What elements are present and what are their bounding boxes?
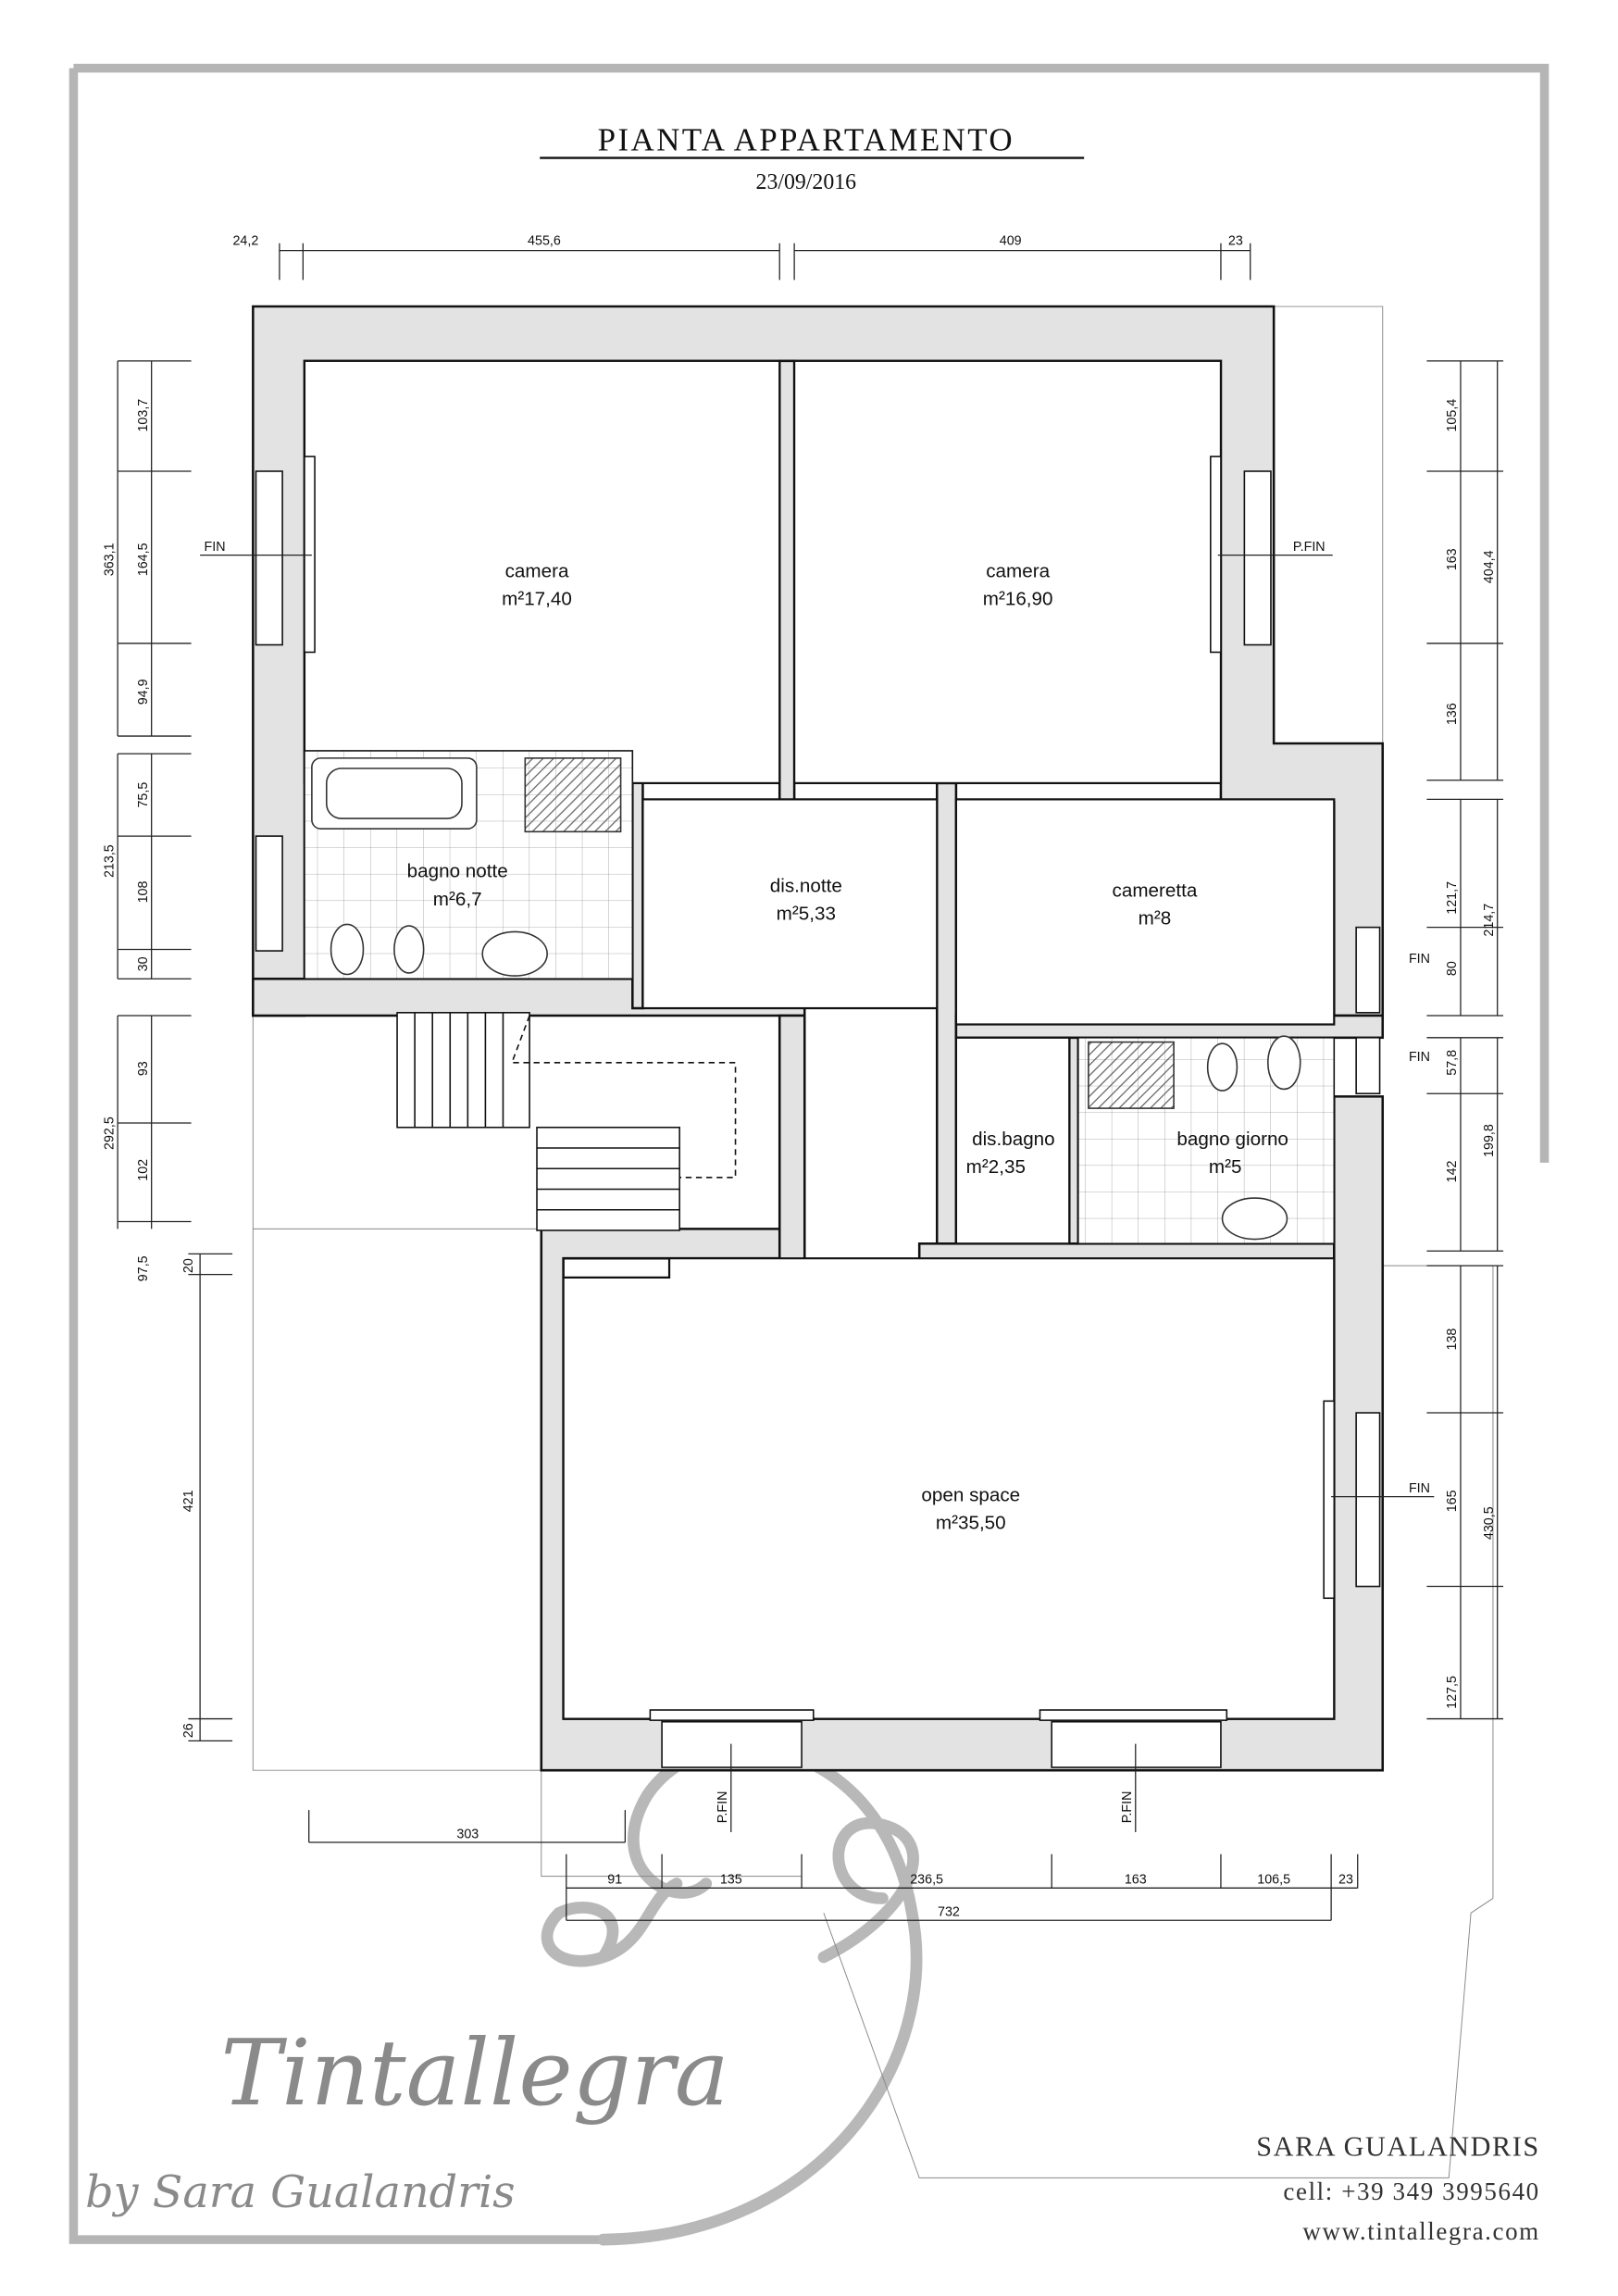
room-name: bagno giorno — [1176, 1129, 1288, 1150]
window-label: FIN — [204, 540, 225, 555]
room-area: m²2,35 — [966, 1156, 1026, 1178]
room-name: camera — [986, 560, 1050, 581]
bidet-icon — [1206, 1042, 1238, 1092]
dim-label: 142 — [1445, 1160, 1460, 1182]
bidet-icon — [393, 925, 425, 974]
dim-label: 303 — [456, 1827, 479, 1841]
dim-label: 97,5 — [136, 1255, 151, 1281]
window-label: FIN — [1409, 1050, 1430, 1065]
room-name: camera — [505, 560, 569, 581]
dim-label: 165 — [1445, 1490, 1460, 1512]
opening-labels: FIN P.FIN FIN FIN FIN P.FIN P.FIN — [200, 540, 1435, 1832]
dim-label: 213,5 — [102, 844, 117, 878]
page-frame — [68, 63, 1550, 2244]
room-name: dis.bagno — [972, 1129, 1055, 1150]
room-area: m²5,33 — [777, 904, 836, 925]
dim-label: 404,4 — [1482, 550, 1497, 583]
french-window-label: P.FIN — [716, 1791, 730, 1824]
dim-label: 430,5 — [1482, 1506, 1497, 1540]
dim-label: 23 — [1228, 233, 1243, 248]
room-camera-1 — [303, 359, 781, 785]
french-window-label: P.FIN — [1120, 1791, 1135, 1824]
french-window-label: P.FIN — [1293, 540, 1326, 555]
logo-swirl — [541, 1741, 923, 2246]
room-area: m²35,50 — [936, 1513, 1006, 1534]
staircase — [396, 1012, 737, 1231]
dim-label: 57,8 — [1445, 1050, 1460, 1076]
plan-title: PIANTA APPARTAMENTO — [598, 122, 1014, 158]
dim-label: 138 — [1445, 1329, 1460, 1351]
dim-label: 135 — [720, 1873, 742, 1888]
room-name: bagno notte — [407, 861, 508, 882]
dim-label: 363,1 — [102, 543, 117, 576]
dim-label: 236,5 — [910, 1873, 943, 1888]
dim-label: 26 — [181, 1723, 196, 1738]
contact-name: SARA GUALANDRIS — [1256, 2131, 1539, 2163]
dim-label: 24,2 — [232, 233, 258, 248]
sink-icon — [1221, 1197, 1288, 1241]
brand-logo: Tintallegra — [220, 2021, 728, 2127]
toilet-icon — [1267, 1035, 1301, 1091]
dim-label: 102 — [136, 1159, 151, 1181]
dim-label: 103,7 — [136, 399, 151, 432]
room-area: m²17,40 — [502, 589, 572, 610]
dimension-lines — [117, 243, 1504, 1921]
dim-label: 127,5 — [1445, 1676, 1460, 1709]
brand-tagline: by Sara Gualandris — [85, 2167, 515, 2218]
shower-tray-icon — [1088, 1041, 1175, 1109]
dim-label: 105,4 — [1445, 399, 1460, 432]
shower-tray-icon — [524, 757, 622, 833]
dim-label: 163 — [1445, 548, 1460, 570]
dim-label: 409 — [1000, 233, 1022, 248]
dim-label: 421 — [181, 1490, 196, 1512]
room-area: m²6,7 — [433, 889, 482, 910]
bathroom-fixtures — [311, 757, 1301, 1241]
dim-label: 292,5 — [102, 1117, 117, 1150]
room-name: open space — [921, 1484, 1020, 1505]
dim-label: 20 — [181, 1258, 196, 1273]
room-area: m²16,90 — [983, 589, 1053, 610]
dim-label: 93 — [136, 1061, 151, 1076]
room-name: cameretta — [1113, 880, 1198, 901]
dim-label: 732 — [938, 1905, 960, 1920]
plan-date: 23/09/2016 — [756, 170, 857, 194]
room-name: dis.notte — [770, 875, 842, 896]
dim-label: 75,5 — [136, 782, 151, 808]
room-area: m²8 — [1139, 907, 1172, 929]
dim-label: 23 — [1338, 1873, 1353, 1888]
dim-label: 214,7 — [1482, 904, 1497, 937]
contact-website[interactable]: www.tintallegra.com — [1302, 2217, 1539, 2245]
dim-label: 108 — [136, 881, 151, 904]
contact-phone: cell: +39 349 3995640 — [1283, 2177, 1539, 2205]
dim-label: 136 — [1445, 703, 1460, 725]
dim-label: 91 — [607, 1873, 622, 1888]
dim-label: 30 — [136, 956, 151, 971]
dim-label: 94,9 — [136, 679, 151, 705]
toilet-icon — [330, 923, 365, 976]
window-label: FIN — [1409, 952, 1430, 967]
dim-label: 199,8 — [1482, 1124, 1497, 1157]
window-label: FIN — [1409, 1481, 1430, 1496]
guide-lines — [252, 306, 1494, 2178]
room-dis-notte — [641, 798, 939, 1010]
room-cameretta — [954, 798, 1336, 1026]
dim-label: 163 — [1125, 1873, 1147, 1888]
dimension-labels: 24,2 455,6 409 23 363,1 103,7 164,5 94,9… — [102, 233, 1497, 1919]
windows — [255, 455, 1381, 1768]
room-dis-bagno — [954, 1036, 1071, 1245]
dim-label: 121,7 — [1445, 881, 1460, 915]
room-area: m²5 — [1209, 1156, 1242, 1178]
room-open-space — [562, 1257, 1336, 1720]
dim-label: 106,5 — [1257, 1873, 1290, 1888]
dim-label: 455,6 — [528, 233, 561, 248]
dim-label: 164,5 — [136, 543, 151, 576]
sink-icon — [481, 930, 548, 977]
dim-label: 80 — [1445, 961, 1460, 976]
